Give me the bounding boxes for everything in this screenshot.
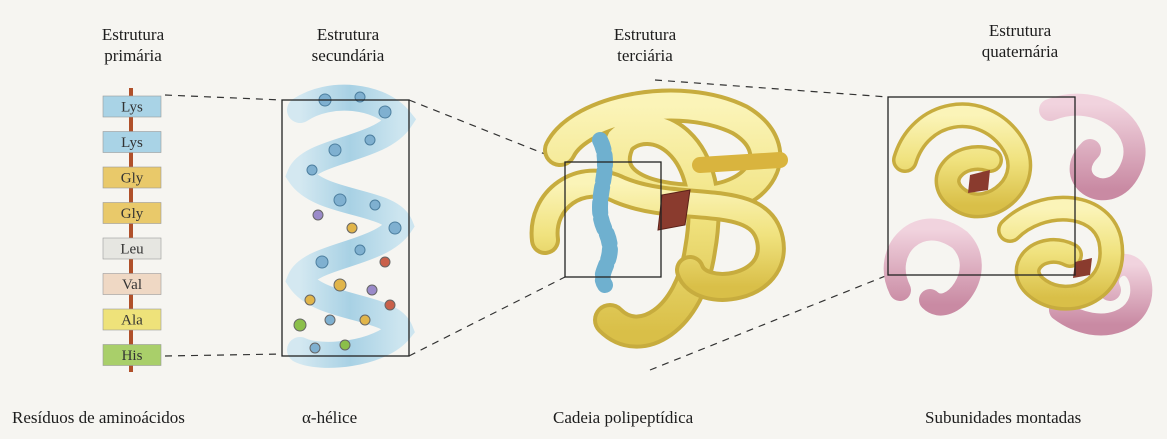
residue-label: Val xyxy=(122,277,142,293)
connector-secondary-top xyxy=(409,100,565,162)
quaternary-heme-1 xyxy=(968,170,990,193)
connector-primary-top xyxy=(165,95,282,100)
caption-quaternary: Subunidades montadas xyxy=(925,408,1081,428)
residue-label: Lys xyxy=(121,135,143,151)
residue-label: Leu xyxy=(120,242,144,258)
residue-label: Lys xyxy=(121,100,143,116)
residue-label: Gly xyxy=(121,206,144,222)
alpha-helix-illustration xyxy=(294,92,401,355)
residue-label: His xyxy=(122,348,143,364)
connector-secondary-bottom xyxy=(409,277,565,356)
caption-tertiary: Cadeia polipeptídica xyxy=(553,408,693,428)
quaternary-assembly-illustration xyxy=(895,105,1142,325)
residue-label: Gly xyxy=(121,171,144,187)
residue-label: Ala xyxy=(121,313,143,329)
caption-primary: Resíduos de aminoácidos xyxy=(12,408,185,428)
connector-primary-bottom xyxy=(165,354,282,356)
caption-secondary: α-hélice xyxy=(302,408,357,428)
tertiary-heme xyxy=(658,190,690,230)
